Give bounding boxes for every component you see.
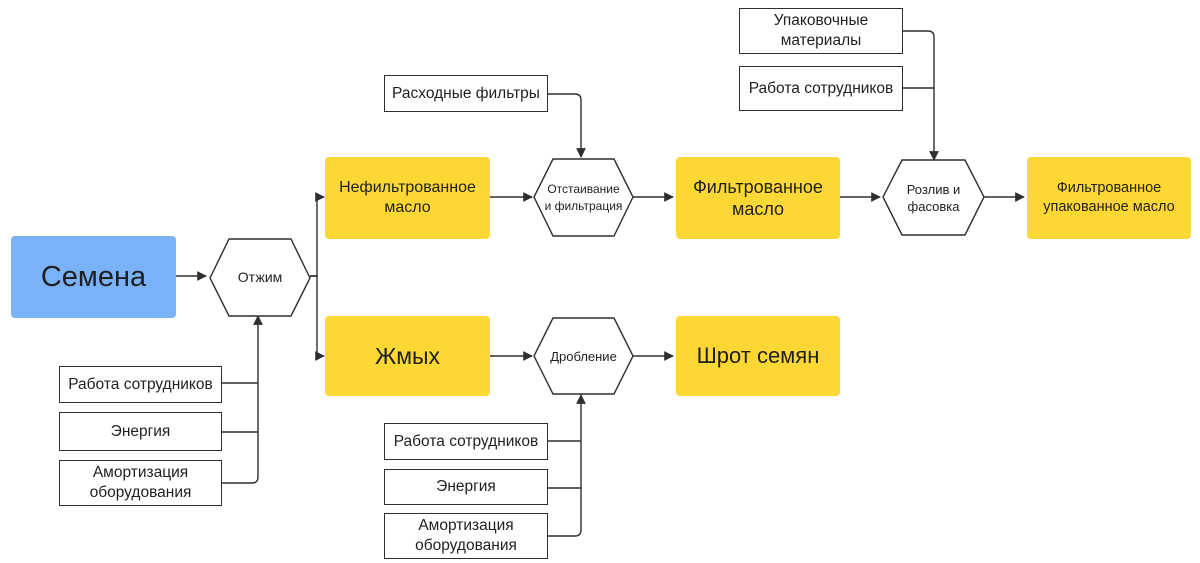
input-pressing-energy[interactable]: Энергия: [59, 412, 222, 451]
oilcake-node[interactable]: Жмых: [325, 316, 490, 396]
input-bottling-labor[interactable]: Работа сотрудников: [739, 66, 903, 111]
arrow-packaging-inputs: [903, 30, 934, 160]
input-crushing-depreciation[interactable]: Амортизация оборудования: [384, 513, 548, 559]
process-settling-shape: [533, 158, 634, 237]
arrow-pressing-to-cake: [310, 275, 325, 361]
unfiltered-oil-node[interactable]: Нефильтрованное масло: [325, 157, 490, 239]
process-bottling-shape: [882, 159, 985, 236]
input-filters[interactable]: Расходные фильтры: [384, 75, 548, 112]
process-pressing-shape: [209, 238, 311, 317]
input-pressing-depreciation[interactable]: Амортизация оборудования: [59, 460, 222, 506]
input-crushing-energy[interactable]: Энергия: [384, 469, 548, 505]
packaged-oil-node[interactable]: Фильтрованное упакованное масло: [1027, 157, 1191, 239]
input-crushing-labor[interactable]: Работа сотрудников: [384, 423, 548, 460]
filtered-oil-node[interactable]: Фильтрованное масло: [676, 157, 840, 239]
input-packaging-materials[interactable]: Упаковочные материалы: [739, 8, 903, 54]
process-crushing-shape: [533, 317, 634, 395]
arrow-crushing-inputs: [548, 395, 581, 537]
arrow-pressing-to-oil: [310, 192, 325, 277]
seed-meal-node[interactable]: Шрот семян: [676, 316, 840, 396]
input-pressing-labor[interactable]: Работа сотрудников: [59, 366, 222, 403]
seeds-node[interactable]: Семена: [11, 236, 176, 318]
arrow-filters-input: [548, 93, 586, 158]
arrow-pressing-inputs: [222, 316, 258, 484]
